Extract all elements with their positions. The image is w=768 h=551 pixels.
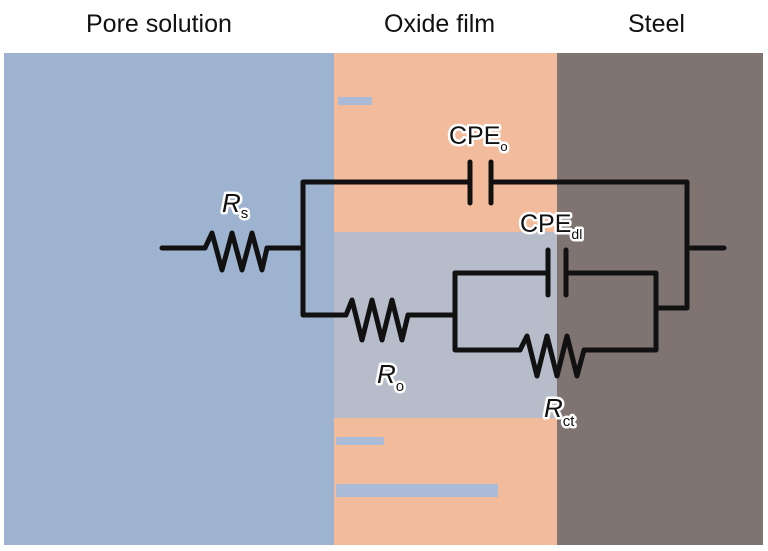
wire-inner-loop: [452, 270, 523, 353]
wire-top-right: [488, 179, 690, 311]
oxide-film-label: Oxide film: [384, 10, 496, 38]
wire-top: [300, 179, 473, 251]
steel-label: Steel: [628, 10, 685, 38]
rct-resistor: [517, 333, 587, 379]
oxide-porous-zone: [334, 232, 557, 418]
steel-region: [557, 53, 763, 545]
rs-resistor: [202, 230, 270, 273]
pore-solution-region: [4, 53, 334, 545]
wire: [563, 270, 659, 353]
oxide-stripe: [338, 97, 372, 105]
ro-label: Ro: [377, 359, 404, 395]
pore-solution-label: Pore solution: [86, 10, 232, 38]
cpe-dl-label: CPEdl: [520, 210, 582, 242]
rct-label: Rct: [544, 393, 575, 430]
rs-label: Rs: [222, 188, 248, 222]
cpe-o-label: CPEo: [449, 122, 508, 154]
wire-lower: [300, 245, 349, 318]
ro-resistor: [343, 297, 411, 343]
oxide-stripe: [336, 437, 384, 445]
oxide-stripe: [336, 484, 498, 497]
